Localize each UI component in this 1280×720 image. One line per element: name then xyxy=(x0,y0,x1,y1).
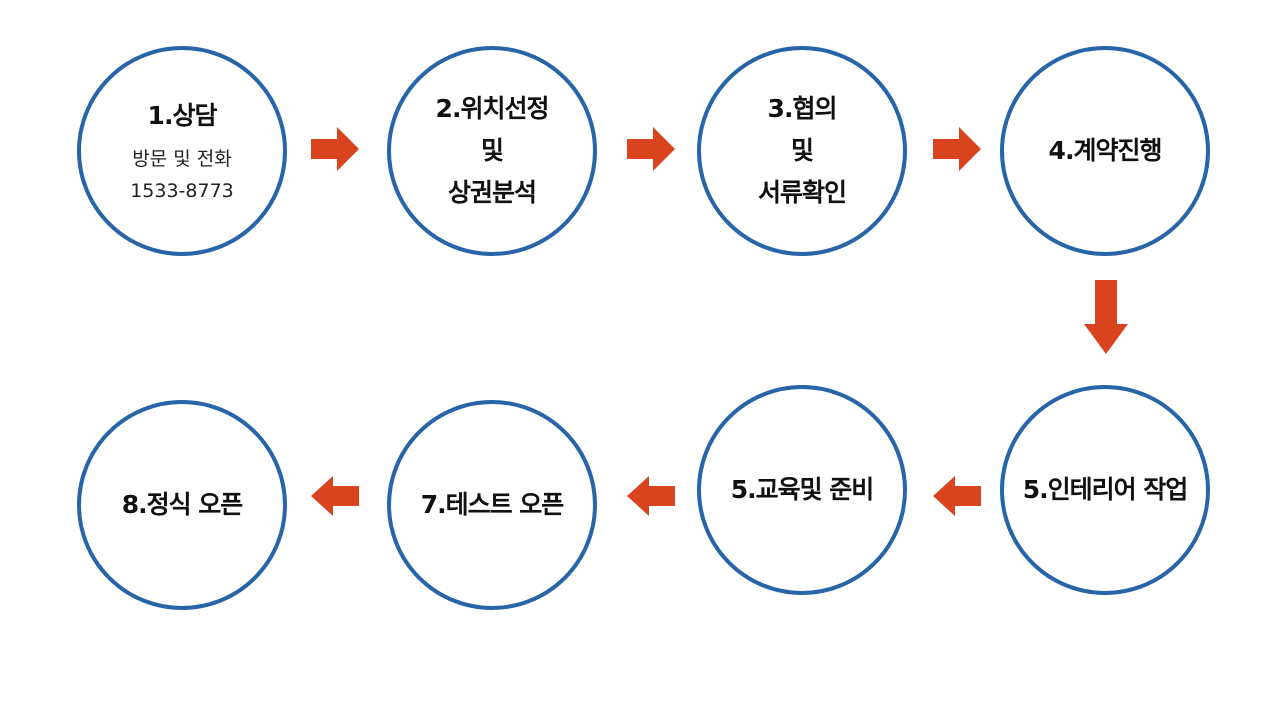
step-1-title: 1.상담 xyxy=(147,101,218,130)
step-3-title-line-2: 및 xyxy=(790,136,814,165)
step-6-training-preparation: 5.교육및 준비 xyxy=(697,385,907,595)
step-7-test-opening: 7.테스트 오픈 xyxy=(387,400,597,610)
step-2-title-line-2: 및 xyxy=(480,136,504,165)
step-2-title-line-1: 2.위치선정 xyxy=(435,94,550,123)
step-1-phone-number: 1533-8773 xyxy=(130,180,234,202)
step-5-title: 5.인테리어 작업 xyxy=(1022,475,1189,504)
step-8-title: 8.정식 오픈 xyxy=(121,490,244,519)
arrow-right-icon xyxy=(627,127,675,171)
arrow-right-icon xyxy=(311,127,359,171)
step-2-title-line-3: 상권분석 xyxy=(447,178,537,207)
step-4-contract: 4.계약진행 xyxy=(1000,46,1210,256)
step-8-grand-opening: 8.정식 오픈 xyxy=(77,400,287,610)
arrow-left-icon xyxy=(627,476,675,516)
arrow-left-icon xyxy=(933,476,981,516)
step-2-location-selection: 2.위치선정 및 상권분석 xyxy=(387,46,597,256)
step-5-interior-work: 5.인테리어 작업 xyxy=(1000,385,1210,595)
arrow-right-icon xyxy=(933,127,981,171)
step-3-negotiation: 3.협의 및 서류확인 xyxy=(697,46,907,256)
step-7-title: 7.테스트 오픈 xyxy=(420,490,565,519)
arrow-left-icon xyxy=(311,476,359,516)
step-1-consultation: 1.상담 방문 및 전화 1533-8773 xyxy=(77,46,287,256)
step-6-title: 5.교육및 준비 xyxy=(730,475,875,504)
arrow-down-icon xyxy=(1084,280,1128,354)
step-4-title: 4.계약진행 xyxy=(1048,136,1163,165)
step-1-visit-phone: 방문 및 전화 xyxy=(132,148,232,170)
step-3-title-line-1: 3.협의 xyxy=(767,94,838,123)
step-3-title-line-3: 서류확인 xyxy=(757,178,847,207)
